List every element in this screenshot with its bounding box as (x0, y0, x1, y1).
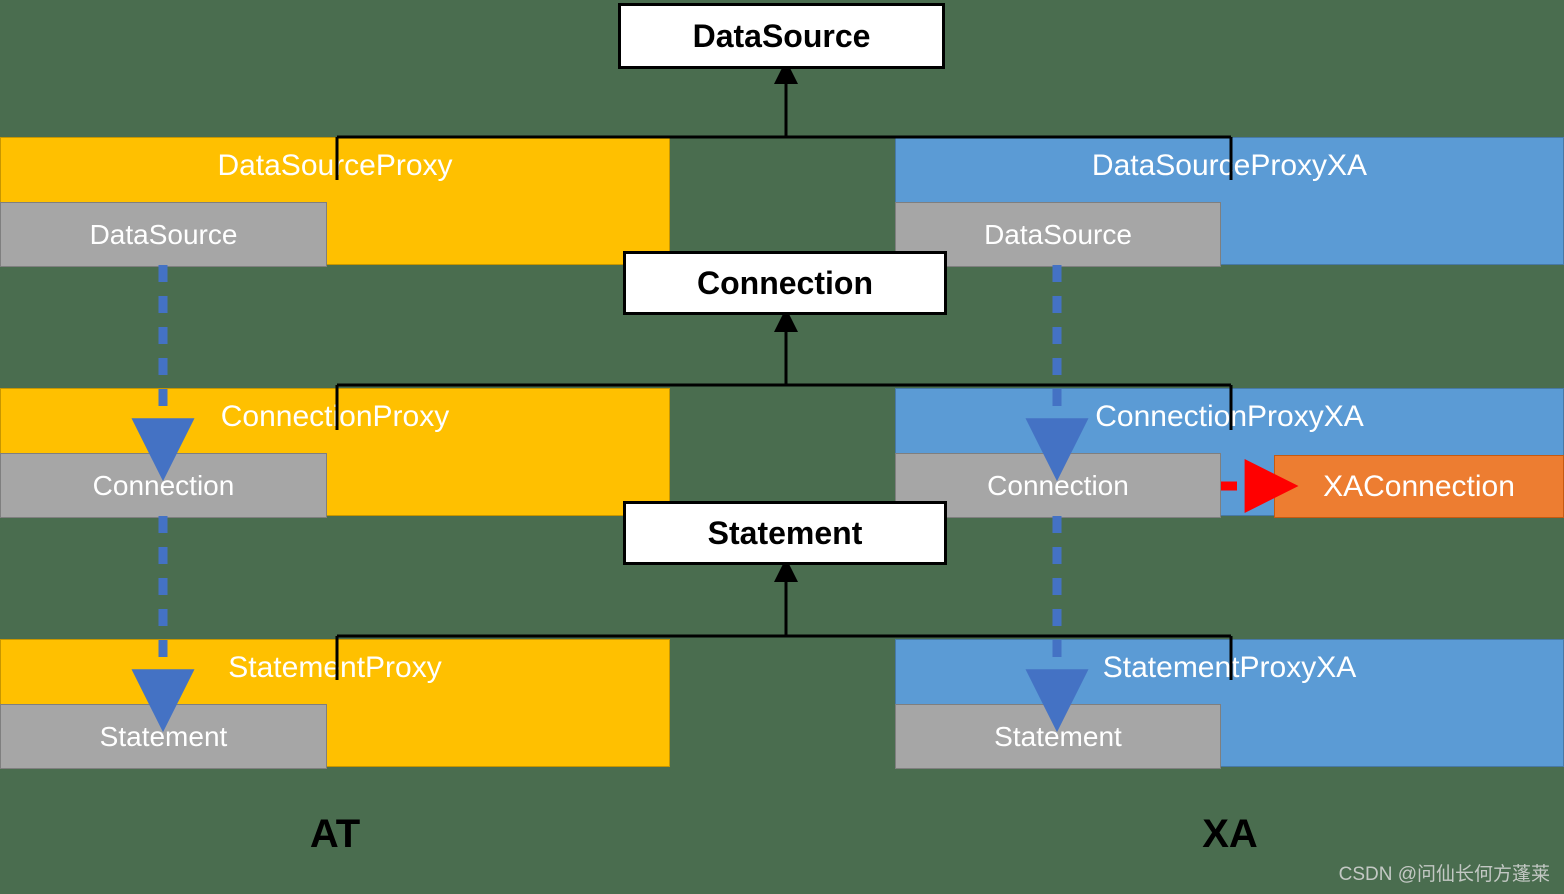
slot-connection-at-label: Connection (92, 469, 235, 501)
slot-statement-at-label: Statement (99, 720, 228, 752)
box-xaconnection[interactable]: XAConnection (1274, 455, 1564, 518)
slot-statement-xa-label: Statement (994, 720, 1122, 752)
interface-connection[interactable]: Connection (623, 251, 947, 315)
slot-datasource-xa: DataSource (895, 202, 1221, 267)
slot-statement-xa: Statement (895, 704, 1221, 769)
interface-datasource-label: DataSource (692, 17, 871, 54)
box-datasource-proxy-title: DataSourceProxy (217, 149, 453, 182)
interface-statement-label: Statement (707, 514, 863, 551)
interface-datasource[interactable]: DataSource (618, 3, 945, 69)
box-connection-proxy-xa-title: ConnectionProxyXA (1095, 400, 1364, 433)
box-statement-proxy-xa-title: StatementProxyXA (1102, 651, 1357, 684)
interface-connection-label: Connection (697, 264, 873, 301)
box-datasource-proxy-xa-title: DataSourceProxyXA (1091, 149, 1368, 182)
box-connection-proxy-title: ConnectionProxy (220, 400, 450, 433)
watermark-text: CSDN @问仙长何方蓬莱 (1338, 864, 1550, 885)
interface-statement[interactable]: Statement (623, 501, 947, 565)
box-statement-proxy-title: StatementProxy (228, 651, 442, 684)
group-label-xa-text: XA (1202, 812, 1258, 856)
group-label-at-text: AT (309, 812, 361, 856)
watermark: CSDN @问仙长何方蓬莱 (1339, 859, 1550, 886)
slot-datasource-at: DataSource (0, 202, 327, 267)
slot-datasource-xa-label: DataSource (984, 218, 1132, 250)
slot-datasource-at-label: DataSource (89, 218, 238, 250)
box-xaconnection-label: XAConnection (1323, 469, 1515, 503)
group-label-at: AT (235, 812, 435, 857)
slot-connection-at: Connection (0, 453, 327, 518)
slot-statement-at: Statement (0, 704, 327, 769)
slot-connection-xa-label: Connection (987, 469, 1129, 501)
group-label-xa: XA (1130, 812, 1330, 857)
